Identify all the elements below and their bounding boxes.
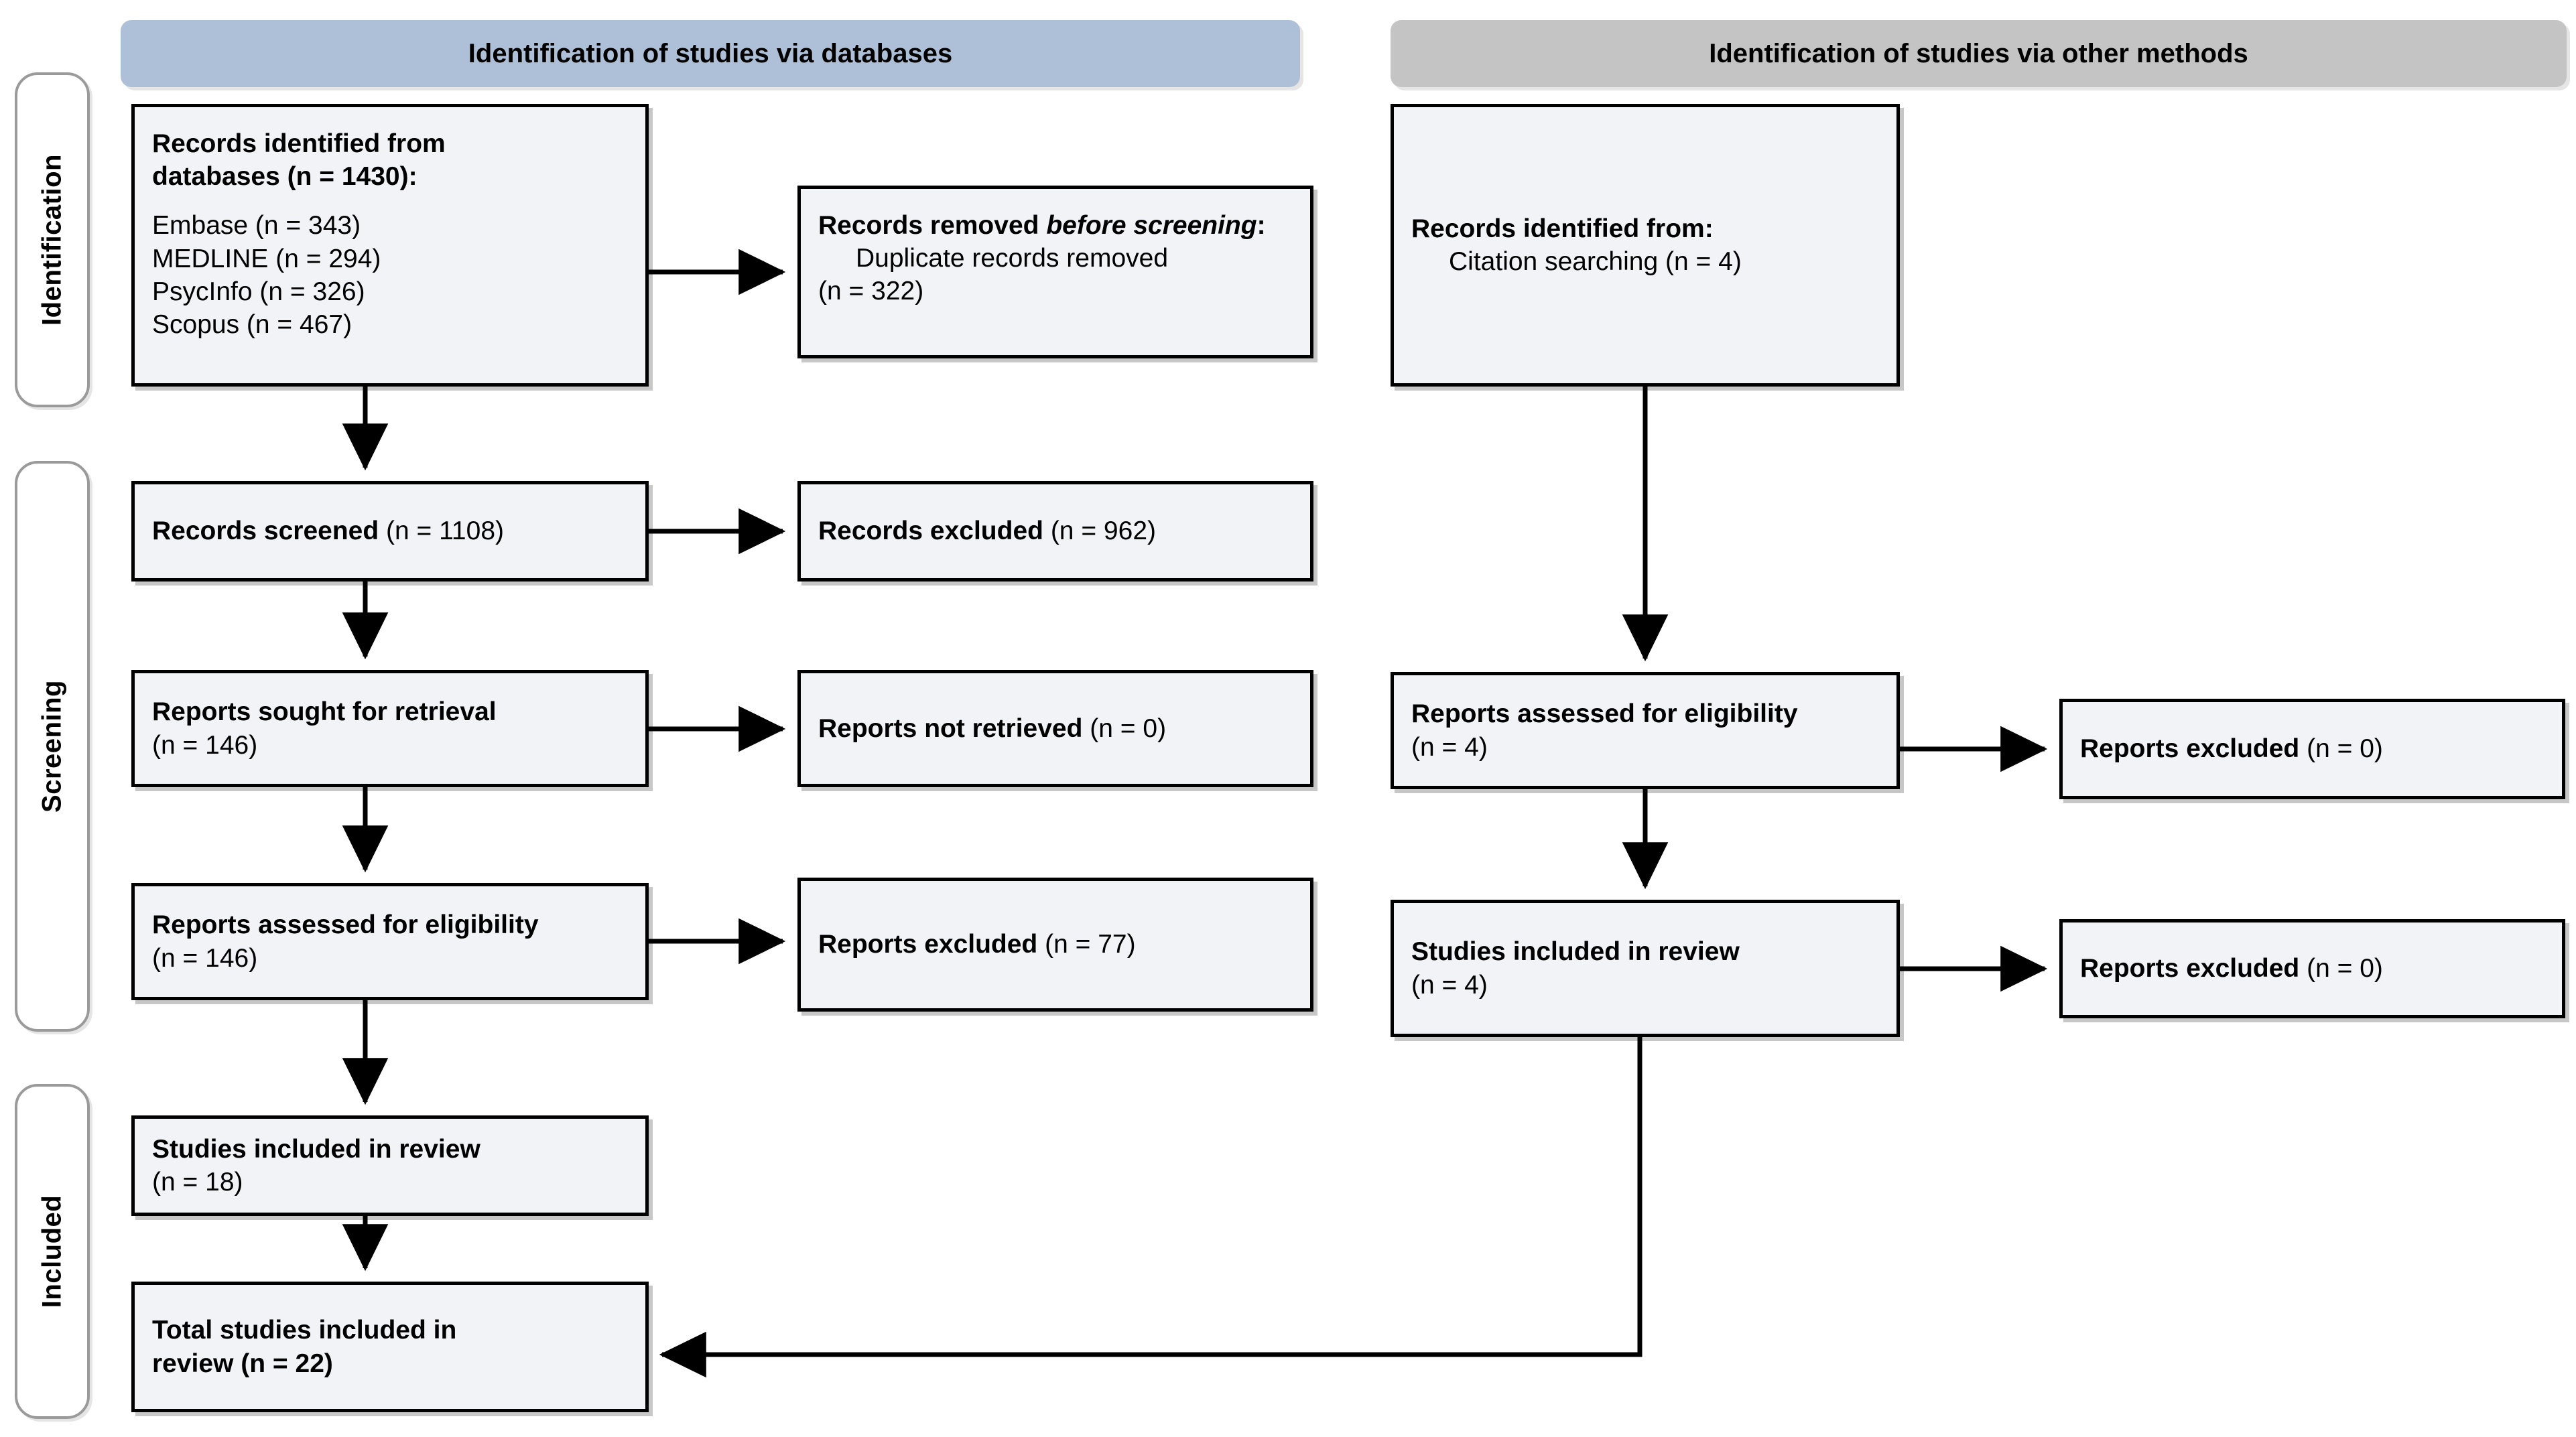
box-reports-assessed-eligibility-databases: Reports assessed for eligibility (n = 14… xyxy=(131,883,649,1000)
db-records-title-line1: Records identified from xyxy=(152,129,446,158)
total-studies-label-line2: review (n = 22) xyxy=(152,1349,333,1378)
reports-sought-label: Reports sought for retrieval xyxy=(152,697,497,727)
reports-assessed-db-count: (n = 146) xyxy=(152,943,258,973)
box-studies-included-other-text: Studies included in review (n = 4) xyxy=(1394,935,1896,1001)
reports-excluded-db-count: (n = 77) xyxy=(1045,930,1136,959)
box-records-excluded: Records excluded (n = 962) xyxy=(797,481,1313,581)
other-records-detail: Citation searching (n = 4) xyxy=(1449,247,1742,276)
box-reports-sought-for-retrieval: Reports sought for retrieval (n = 146) xyxy=(131,670,649,787)
column-header-databases: Identification of studies via databases xyxy=(121,20,1300,87)
records-excluded-count: (n = 962) xyxy=(1050,517,1156,546)
box-reports-not-retrieved: Reports not retrieved (n = 0) xyxy=(797,670,1313,787)
box-reports-not-retrieved-text: Reports not retrieved (n = 0) xyxy=(801,712,1310,745)
reports-assessed-db-label: Reports assessed for eligibility xyxy=(152,910,539,940)
db-source-embase: Embase (n = 343) xyxy=(152,211,361,241)
box-db-records-identified-text: Records identified from databases (n = 1… xyxy=(135,107,645,341)
stage-band-screening: Screening xyxy=(15,461,90,1032)
reports-not-retrieved-count: (n = 0) xyxy=(1090,713,1167,743)
box-reports-assessed-other-text: Reports assessed for eligibility (n = 4) xyxy=(1394,697,1896,763)
box-reports-excluded-databases: Reports excluded (n = 77) xyxy=(797,878,1313,1012)
box-studies-included-other: Studies included in review (n = 4) xyxy=(1391,900,1900,1037)
records-removed-title-a: Records removed xyxy=(818,211,1047,240)
box-reports-excluded-other-2-text: Reports excluded (n = 0) xyxy=(2063,952,2562,985)
box-reports-excluded-other-1-text: Reports excluded (n = 0) xyxy=(2063,732,2562,765)
column-header-other-methods: Identification of studies via other meth… xyxy=(1391,20,2567,87)
records-removed-detail-line2: (n = 322) xyxy=(818,277,924,306)
box-reports-assessed-db-text: Reports assessed for eligibility (n = 14… xyxy=(135,908,645,974)
stage-label-identification: Identification xyxy=(37,154,67,326)
records-removed-detail-line1: Duplicate records removed xyxy=(856,244,1169,273)
reports-excluded-db-label: Reports excluded xyxy=(818,930,1038,959)
records-removed-title-b: before screening xyxy=(1046,211,1257,240)
db-records-title-line2: databases (n = 1430): xyxy=(152,162,417,192)
studies-included-other-label: Studies included in review xyxy=(1411,937,1740,967)
box-other-records-identified: Records identified from: Citation search… xyxy=(1391,104,1900,387)
column-header-other-methods-label: Identification of studies via other meth… xyxy=(1709,38,2248,68)
db-source-medline: MEDLINE (n = 294) xyxy=(152,244,381,273)
box-records-screened: Records screened (n = 1108) xyxy=(131,481,649,581)
reports-excluded-other-1-label: Reports excluded xyxy=(2080,734,2300,764)
box-reports-excluded-db-text: Reports excluded (n = 77) xyxy=(801,928,1310,961)
box-reports-sought-text: Reports sought for retrieval (n = 146) xyxy=(135,695,645,761)
total-studies-label-line1: Total studies included in xyxy=(152,1316,457,1345)
box-other-records-identified-text: Records identified from: Citation search… xyxy=(1394,212,1896,278)
studies-included-other-count: (n = 4) xyxy=(1411,970,1488,1000)
reports-sought-count: (n = 146) xyxy=(152,730,258,760)
box-reports-excluded-other-1: Reports excluded (n = 0) xyxy=(2059,699,2565,799)
other-records-title: Records identified from: xyxy=(1411,214,1714,243)
reports-assessed-other-count: (n = 4) xyxy=(1411,732,1488,762)
box-records-removed-text: Records removed before screening: Duplic… xyxy=(801,189,1310,307)
studies-included-db-count: (n = 18) xyxy=(152,1168,243,1196)
connector-studies-other-to-total xyxy=(659,1037,1643,1378)
records-screened-count: (n = 1108) xyxy=(386,517,504,546)
stage-band-included: Included xyxy=(15,1084,90,1419)
records-excluded-label: Records excluded xyxy=(818,517,1043,546)
reports-excluded-other-2-count: (n = 0) xyxy=(2307,954,2383,983)
box-reports-excluded-other-2: Reports excluded (n = 0) xyxy=(2059,919,2565,1018)
column-header-databases-label: Identification of studies via databases xyxy=(468,38,953,68)
db-source-scopus: Scopus (n = 467) xyxy=(152,310,352,339)
stage-label-included: Included xyxy=(37,1194,67,1308)
stage-label-screening: Screening xyxy=(37,680,67,813)
box-records-screened-text: Records screened (n = 1108) xyxy=(135,515,645,547)
box-studies-included-db-text: Studies included in review (n = 18) xyxy=(135,1133,645,1199)
box-records-excluded-text: Records excluded (n = 962) xyxy=(801,515,1310,547)
box-total-studies-text: Total studies included in review (n = 22… xyxy=(135,1314,645,1379)
box-total-studies-included: Total studies included in review (n = 22… xyxy=(131,1282,649,1412)
box-db-records-identified: Records identified from databases (n = 1… xyxy=(131,104,649,387)
box-studies-included-databases: Studies included in review (n = 18) xyxy=(131,1115,649,1216)
reports-excluded-other-1-count: (n = 0) xyxy=(2307,734,2383,764)
db-source-psycinfo: PsycInfo (n = 326) xyxy=(152,277,365,306)
records-screened-label: Records screened xyxy=(152,517,379,546)
box-records-removed-before-screening: Records removed before screening: Duplic… xyxy=(797,186,1313,358)
studies-included-db-label: Studies included in review xyxy=(152,1134,480,1164)
reports-excluded-other-2-label: Reports excluded xyxy=(2080,954,2300,983)
box-reports-assessed-eligibility-other: Reports assessed for eligibility (n = 4) xyxy=(1391,672,1900,789)
records-removed-title-c: : xyxy=(1257,211,1266,240)
stage-band-identification: Identification xyxy=(15,72,90,407)
reports-not-retrieved-label: Reports not retrieved xyxy=(818,713,1083,743)
reports-assessed-other-label: Reports assessed for eligibility xyxy=(1411,699,1798,729)
